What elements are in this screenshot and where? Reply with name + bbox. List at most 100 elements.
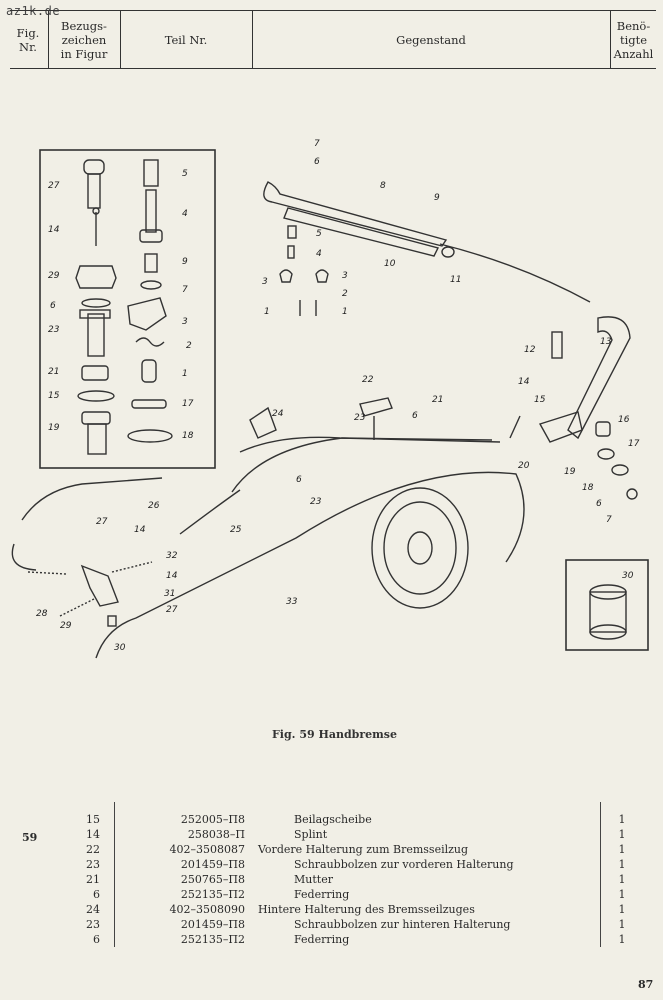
header-teil-nr: Teil Nr. <box>164 32 208 47</box>
part-number: 402–3508090 <box>169 903 246 916</box>
callout: 14 <box>134 525 146 535</box>
part-number: 250765–П8 <box>180 873 245 886</box>
callout: 14 <box>48 225 60 235</box>
callout: 4 <box>182 209 188 219</box>
callout: 2 <box>186 341 192 351</box>
table-row: 23 201459–П8 Schraubbolzen zur vorderen … <box>10 857 656 872</box>
callout: 17 <box>628 439 640 449</box>
callout: 5 <box>316 229 322 239</box>
callout: 26 <box>148 501 160 511</box>
callout: 25 <box>230 525 242 535</box>
quantity: 1 <box>618 903 626 916</box>
callout: 3 <box>342 271 348 281</box>
part-description: Mutter <box>294 873 333 886</box>
table-row: 22 402–3508087 Vordere Halterung zum Bre… <box>10 842 656 857</box>
callout: 19 <box>564 467 576 477</box>
callout: 30 <box>114 643 126 653</box>
part-description: Hintere Halterung des Bremsseilzuges <box>258 903 475 916</box>
part-description: Vordere Halterung zum Bremsseilzug <box>258 843 469 856</box>
table-row: 6 252135–П2 Federring 1 <box>10 887 656 902</box>
callout: 11 <box>450 275 461 285</box>
callout: 9 <box>182 257 188 267</box>
header-gegenstand: Gegenstand <box>396 32 466 47</box>
header-divider <box>610 11 611 68</box>
header-divider <box>252 11 253 68</box>
callout: 29 <box>48 271 60 281</box>
table-row: 15 252005–П8 Beilagscheibe 1 <box>10 812 656 827</box>
part-number: 402–3508087 <box>169 843 246 856</box>
callout: 22 <box>362 375 374 385</box>
part-number: 252005–П8 <box>180 813 245 826</box>
figure-number: 59 <box>22 831 38 844</box>
callout: 23 <box>310 497 322 507</box>
quantity: 1 <box>618 888 626 901</box>
part-description: Schraubbolzen zur vorderen Halterung <box>294 858 514 871</box>
callout: 19 <box>48 423 60 433</box>
watermark: az1k.de <box>6 4 61 18</box>
part-number: 201459–П8 <box>180 918 245 931</box>
callout: 9 <box>434 193 440 203</box>
quantity: 1 <box>618 873 626 886</box>
ref-number: 23 <box>86 918 100 931</box>
exploded-view-diagram: 27 14 29 6 23 21 15 19 5 4 9 7 3 2 1 17 … <box>0 120 663 720</box>
table-row: 21 250765–П8 Mutter 1 <box>10 872 656 887</box>
table-row: 6 252135–П2 Federring 1 <box>10 932 656 947</box>
callout: 29 <box>60 621 72 631</box>
handbrake-drawing: 27 14 29 6 23 21 15 19 5 4 9 7 3 2 1 17 … <box>11 139 649 659</box>
callout: 6 <box>50 301 56 311</box>
callout: 17 <box>182 399 194 409</box>
callout: 33 <box>286 597 298 607</box>
callout: 21 <box>48 367 59 377</box>
callout: 6 <box>296 475 302 485</box>
callout: 7 <box>606 515 612 525</box>
callout: 27 <box>166 605 178 615</box>
callout: 24 <box>272 409 284 419</box>
part-number: 252135–П2 <box>180 888 245 901</box>
table-row: 14 258038–П Splint 1 <box>10 827 656 842</box>
callout: 2 <box>342 289 348 299</box>
part-description: Federring <box>294 888 350 901</box>
column-divider <box>600 802 601 947</box>
callout: 1 <box>342 307 348 317</box>
ref-number: 6 <box>93 888 100 901</box>
callout: 7 <box>182 285 188 295</box>
ref-number: 21 <box>86 873 100 886</box>
callout: 27 <box>48 181 60 191</box>
callout: 28 <box>36 609 48 619</box>
callout: 14 <box>518 377 530 387</box>
callout: 12 <box>524 345 536 355</box>
inset-box-right <box>565 559 649 651</box>
ref-number: 22 <box>86 843 100 856</box>
ref-number: 23 <box>86 858 100 871</box>
part-description: Splint <box>294 828 328 841</box>
table-header: Fig. Nr. Bezugs- zeichen in Figur Teil N… <box>10 10 656 69</box>
callout: 5 <box>182 169 188 179</box>
page-number: 87 <box>638 978 654 991</box>
callout: 3 <box>262 277 268 287</box>
callout: 7 <box>314 139 320 149</box>
callout: 13 <box>600 337 612 347</box>
quantity: 1 <box>618 828 626 841</box>
ref-number: 15 <box>86 813 100 826</box>
part-number: 258038–П <box>187 828 245 841</box>
callout: 18 <box>182 431 194 441</box>
part-number: 252135–П2 <box>180 933 245 946</box>
inset-box-left <box>39 149 216 469</box>
table-row: 23 201459–П8 Schraubbolzen zur hinteren … <box>10 917 656 932</box>
quantity: 1 <box>618 858 626 871</box>
column-divider <box>114 802 115 947</box>
callout: 32 <box>166 551 178 561</box>
header-bezugszeichen: Bezugs- zeichen in Figur <box>60 18 108 61</box>
callout: 14 <box>166 571 178 581</box>
ref-number: 24 <box>86 903 100 916</box>
figure-number-cell: 59 <box>10 830 656 845</box>
callout: 27 <box>96 517 108 527</box>
callout: 31 <box>164 589 175 599</box>
quantity: 1 <box>618 813 626 826</box>
callout: 15 <box>48 391 60 401</box>
part-number: 201459–П8 <box>180 858 245 871</box>
callout: 15 <box>534 395 546 405</box>
callout: 1 <box>182 369 188 379</box>
ref-number: 14 <box>86 828 100 841</box>
parts-table: 59 15 252005–П8 Beilagscheibe 1 14 25803… <box>10 802 656 947</box>
